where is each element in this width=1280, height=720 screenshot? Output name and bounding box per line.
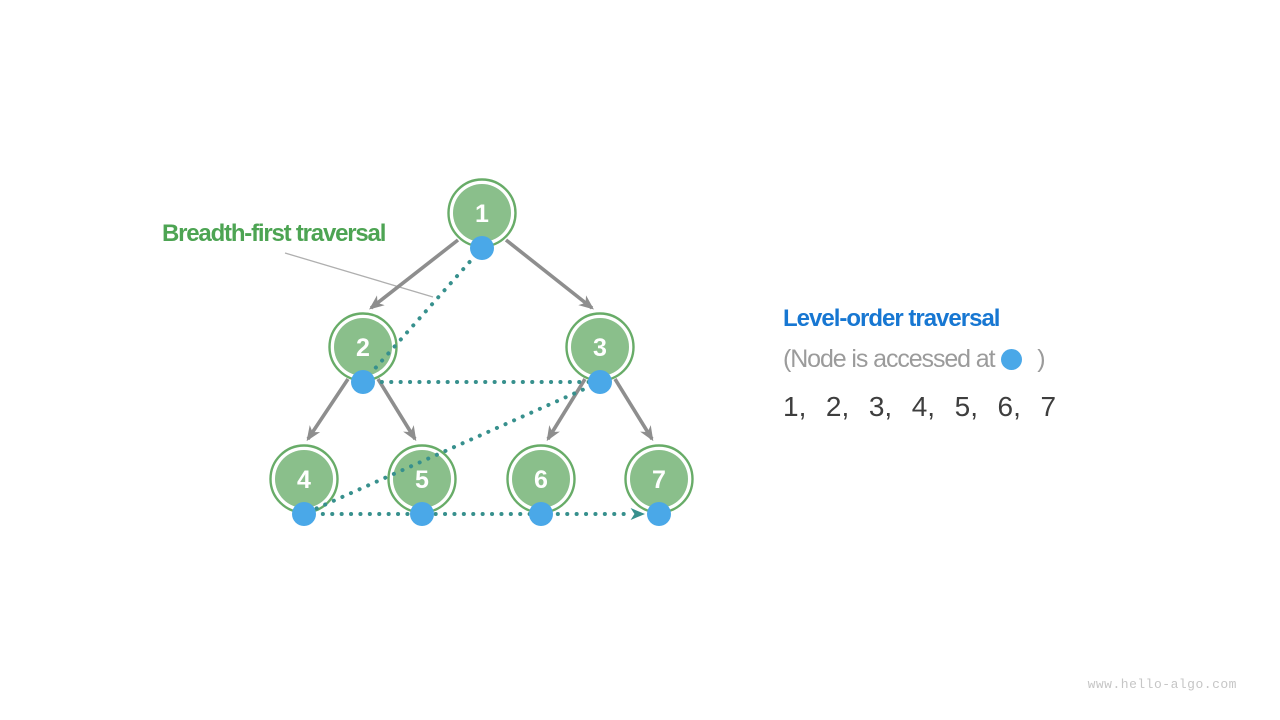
access-dot-2 [351,370,375,394]
node-7-value: 7 [652,466,666,494]
label-leader-line [284,252,434,298]
node-4-value: 4 [297,466,311,494]
edge-3-6 [546,378,587,442]
access-dot-1 [470,236,494,260]
tree-node-7: 7 [624,444,694,514]
node-6-value: 6 [534,466,548,494]
edge-3-7 [613,378,654,442]
access-dot-7 [647,502,671,526]
tree-node-6: 6 [506,444,576,514]
edge-2-5 [376,378,417,442]
tree-node-1: 1 [447,178,517,248]
level-order-traversal-title: Level-order traversal [783,305,1000,332]
tree-edges [306,238,654,442]
node-1-value: 1 [475,200,489,228]
legend-note: (Node is accessed at ) [783,345,1183,374]
traversal-sequence: 1, 2, 3, 4, 5, 6, 7 [783,391,1057,422]
tree-node-5: 5 [387,444,457,514]
tree-node-3: 3 [565,312,635,382]
tree-node-2: 2 [328,312,398,382]
legend-note-suffix: ) [1031,345,1045,373]
access-dot-3 [588,370,612,394]
node-5-value: 5 [415,466,429,494]
access-dot-legend-icon [1001,349,1023,370]
node-3-value: 3 [593,334,607,362]
watermark: www.hello-algo.com [1087,677,1237,692]
access-dot-5 [410,502,434,526]
legend-note-prefix: (Node is accessed at [783,345,996,373]
access-dots [292,236,671,526]
access-dot-4 [292,502,316,526]
tree-nodes: 1 2 3 4 5 [269,178,694,514]
path-1-2 [361,246,484,384]
edge-1-3 [504,238,594,310]
node-2-value: 2 [356,334,370,362]
edge-1-2 [369,238,460,310]
breadth-first-traversal-label: Breadth-first traversal [162,220,386,247]
traversal-path [302,246,645,520]
edge-2-4 [306,378,350,442]
access-dot-6 [529,502,553,526]
